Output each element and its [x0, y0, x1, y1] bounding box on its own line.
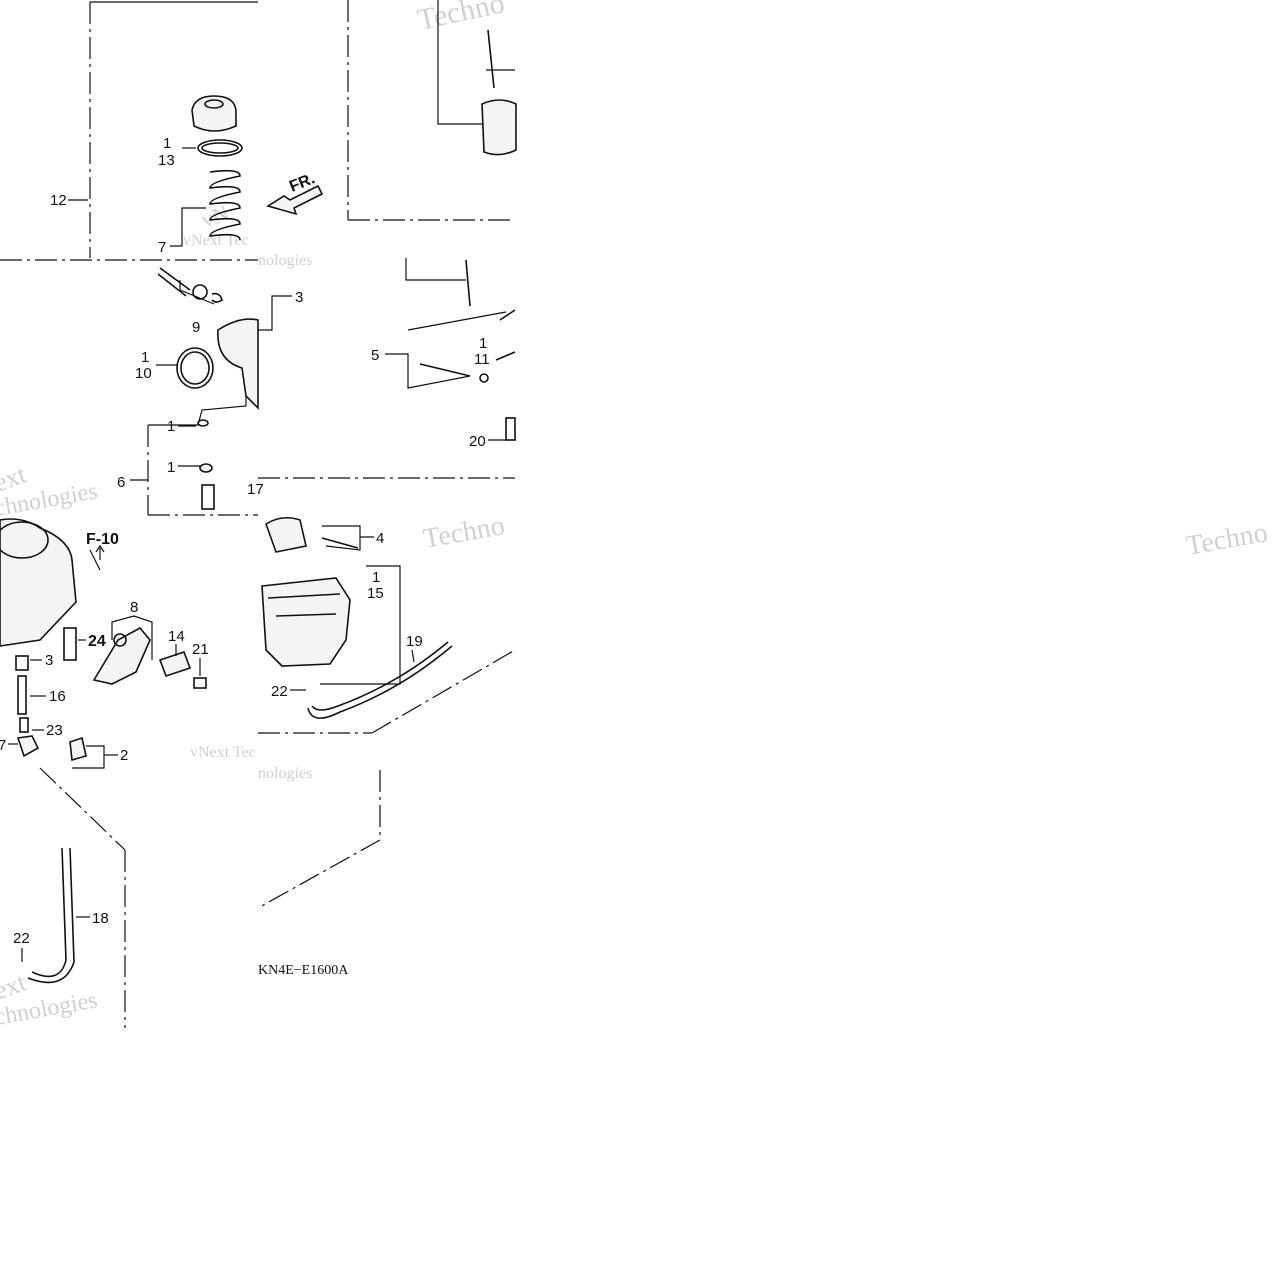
callout-label: 2 — [120, 747, 128, 764]
watermark: vN — [198, 200, 232, 233]
leader-lines — [8, 0, 515, 962]
callout-label: 7 — [158, 239, 166, 256]
callout-label: 6 — [117, 474, 125, 491]
part-drawings — [0, 29, 517, 984]
callout-label: 1 — [163, 135, 171, 152]
frame-lines — [0, 0, 516, 1028]
watermark: nologies — [258, 252, 312, 269]
callout-label: 12 — [50, 192, 67, 209]
callout-label: 22 — [271, 683, 288, 700]
callout-label: 1 — [141, 349, 149, 366]
callout-label: 16 — [49, 688, 66, 705]
callout-label: 5 — [371, 347, 379, 364]
callout-label: 11 — [474, 351, 490, 368]
callout-label: 21 — [192, 641, 209, 658]
callout-label: 1 — [167, 418, 175, 435]
watermark: Techno — [1184, 517, 1270, 562]
watermarks: Techno vNext Tec nologies Techno Techno … — [0, 0, 1270, 1031]
callout-label: 7 — [0, 737, 6, 754]
watermark: nologies — [258, 765, 312, 782]
watermark: vNext Tec — [183, 232, 249, 249]
callout-label: 23 — [46, 722, 63, 739]
callout-label: 1 — [167, 459, 175, 476]
callout-label: 1 — [479, 335, 487, 352]
callout-label: 24 — [88, 633, 106, 650]
callout-label: 9 — [192, 319, 200, 336]
callout-label: 3 — [45, 652, 53, 669]
watermark: vNext Tec — [190, 744, 256, 761]
callout-label: 4 — [376, 530, 384, 547]
callout-label: 13 — [158, 152, 175, 169]
callout-label: 10 — [135, 365, 152, 382]
callout-label: 3 — [295, 289, 303, 306]
callout-label: 1 — [372, 569, 380, 586]
callout-label: 15 — [367, 585, 384, 602]
reference-label: F-10 — [86, 531, 119, 548]
callout-label: 14 — [168, 628, 185, 645]
callout-label: 17 — [247, 481, 264, 498]
drawing-code: KN4E−E1600A — [258, 963, 349, 978]
callout-label: 8 — [130, 599, 138, 616]
up-arrow-icon — [95, 544, 105, 560]
watermark: Techno — [415, 0, 508, 37]
callout-label: 20 — [469, 433, 486, 450]
callout-label: 22 — [13, 930, 30, 947]
watermark: Techno — [421, 510, 507, 555]
callouts: 12 1 13 7 3 9 1 10 1 1 6 17 5 1 11 20 4 … — [0, 135, 490, 947]
callout-label: 19 — [406, 633, 423, 650]
callout-label: 18 — [92, 910, 109, 927]
